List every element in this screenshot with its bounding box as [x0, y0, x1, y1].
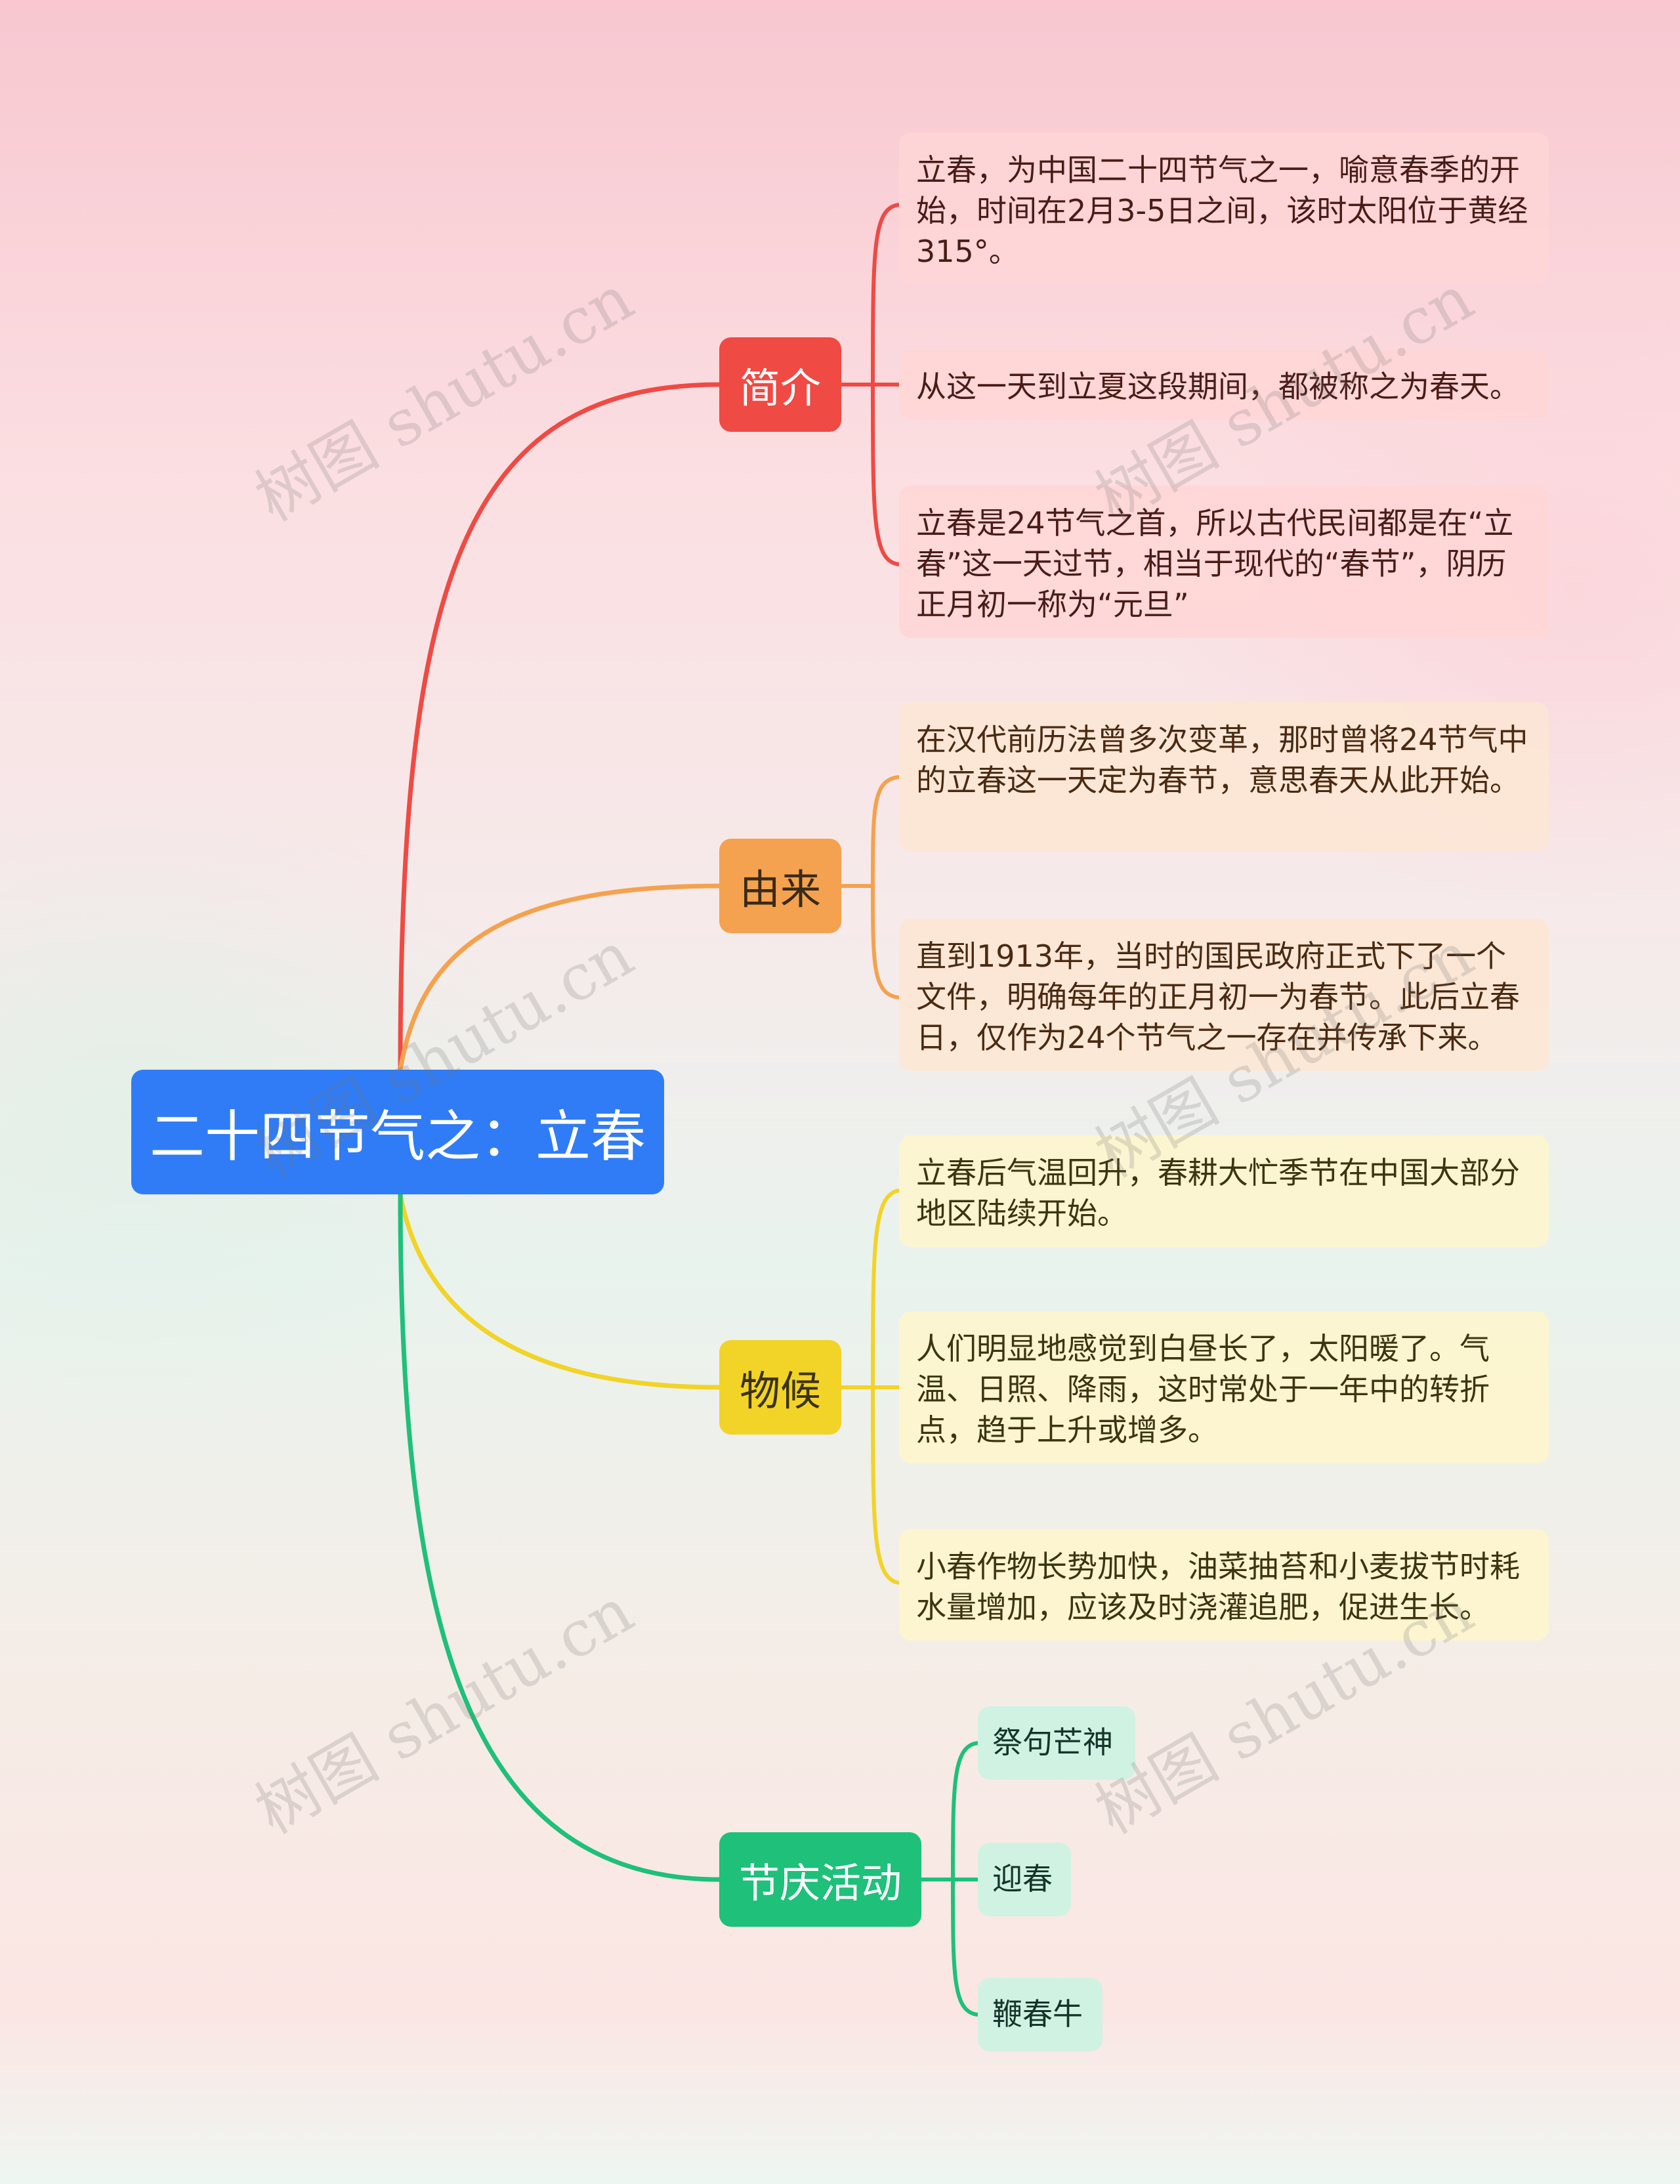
leaf-text: 在汉代前历法曾多次变革，那时曾将24节气中的立春这一天定为春节，意思春天从此开始…: [916, 722, 1528, 798]
leaf-youlai-2[interactable]: 直到1913年，当时的国民政府正式下了一个文件，明确每年的正月初一为春节。此后立…: [899, 919, 1549, 1071]
leaf-jianjie-2[interactable]: 从这一天到立夏这段期间，都被称之为春天。: [899, 349, 1549, 420]
link-jieqing-1: [951, 1741, 978, 1880]
link-jianjie-1: [871, 203, 900, 385]
leaf-text: 鞭春牛: [992, 1996, 1083, 2032]
link-root-jieqing: [398, 1194, 720, 1882]
leaf-wuhou-3[interactable]: 小春作物长势加快，油菜抽苔和小麦拔节时耗水量增加，应该及时浇灌追肥，促进生长。: [899, 1529, 1549, 1641]
leaf-text: 直到1913年，当时的国民政府正式下了一个文件，明确每年的正月初一为春节。此后立…: [916, 938, 1520, 1055]
leaf-jianjie-1[interactable]: 立春，为中国二十四节气之一，喻意春季的开始，时间在2月3-5日之间，该时太阳位于…: [899, 133, 1549, 282]
leaf-jieqing-2[interactable]: 迎春: [978, 1843, 1071, 1916]
leaf-jieqing-1[interactable]: 祭句芒神: [978, 1706, 1135, 1780]
branch-youlai[interactable]: 由来: [719, 839, 841, 933]
root-node[interactable]: 二十四节气之：立春: [131, 1070, 664, 1194]
link-youlai-2: [871, 885, 900, 999]
link-root-jianjie: [398, 382, 720, 1070]
leaf-text: 从这一天到立夏这段期间，都被称之为春天。: [916, 369, 1520, 404]
link-root-youlai: [398, 883, 720, 1070]
leaf-jianjie-3[interactable]: 立春是24节气之首，所以古代民间都是在“立春”这一天过节，相当于现代的“春节”，…: [899, 486, 1549, 638]
leaf-youlai-1[interactable]: 在汉代前历法曾多次变革，那时曾将24节气中的立春这一天定为春节，意思春天从此开始…: [899, 702, 1549, 852]
link-wuhou-3: [871, 1387, 900, 1585]
branch-wuhou[interactable]: 物候: [719, 1340, 841, 1435]
link-jianjie-3: [871, 384, 900, 566]
branch-label: 由来: [739, 866, 821, 914]
link-youlai-1: [871, 775, 900, 887]
branch-jianjie[interactable]: 简介: [719, 337, 841, 432]
link-jieqing-3: [951, 1879, 978, 2017]
leaf-text: 立春后气温回升，春耕大忙季节在中国大部分地区陆续开始。: [916, 1155, 1520, 1231]
branch-label: 节庆活动: [738, 1859, 902, 1907]
leaf-jieqing-3[interactable]: 鞭春牛: [978, 1978, 1102, 2051]
leaf-text: 立春，为中国二十四节气之一，喻意春季的开始，时间在2月3-5日之间，该时太阳位于…: [916, 152, 1528, 269]
leaf-wuhou-2[interactable]: 人们明显地感觉到白昼长了，太阳暖了。气温、日照、降雨，这时常处于一年中的转折点，…: [899, 1311, 1549, 1463]
leaf-text: 立春是24节气之首，所以古代民间都是在“立春”这一天过节，相当于现代的“春节”，…: [916, 505, 1514, 622]
leaf-text: 祭句芒神: [992, 1725, 1113, 1760]
leaf-text: 迎春: [992, 1861, 1053, 1897]
leaf-text: 小春作物长势加快，油菜抽苔和小麦拔节时耗水量增加，应该及时浇灌追肥，促进生长。: [916, 1549, 1520, 1625]
leaf-text: 人们明显地感觉到白昼长了，太阳暖了。气温、日照、降雨，这时常处于一年中的转折点，…: [916, 1331, 1490, 1448]
branch-label: 简介: [739, 364, 821, 412]
link-wuhou-1: [871, 1188, 900, 1388]
branch-jieqing-huodong[interactable]: 节庆活动: [719, 1832, 921, 1927]
branch-label: 物候: [739, 1367, 821, 1415]
leaf-wuhou-1[interactable]: 立春后气温回升，春耕大忙季节在中国大部分地区陆续开始。: [899, 1135, 1549, 1247]
link-root-wuhou: [398, 1194, 720, 1390]
root-label: 二十四节气之：立春: [149, 1104, 646, 1169]
